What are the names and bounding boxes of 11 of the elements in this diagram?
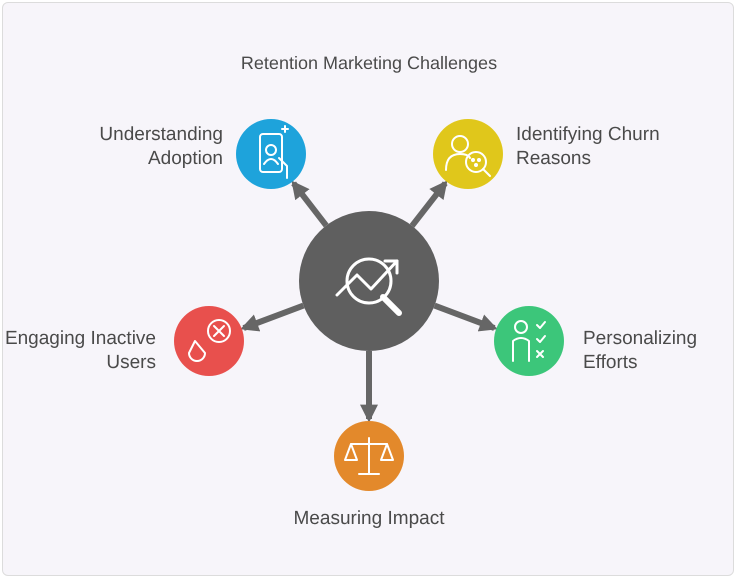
arrow bbox=[240, 302, 304, 332]
node-caption: Understanding Adoption bbox=[98, 123, 223, 171]
arrow bbox=[291, 180, 329, 228]
title: Retention Marketing Challenges bbox=[240, 52, 498, 75]
node-caption: Measuring Impact bbox=[292, 507, 446, 531]
node-caption: Engaging Inactive Users bbox=[4, 327, 156, 375]
node-caption: Identifying Churn Reasons bbox=[516, 123, 661, 171]
arrow bbox=[434, 302, 498, 332]
arrow bbox=[360, 351, 378, 423]
arrow bbox=[410, 180, 448, 228]
node-caption: Personalizing Efforts bbox=[583, 327, 698, 375]
